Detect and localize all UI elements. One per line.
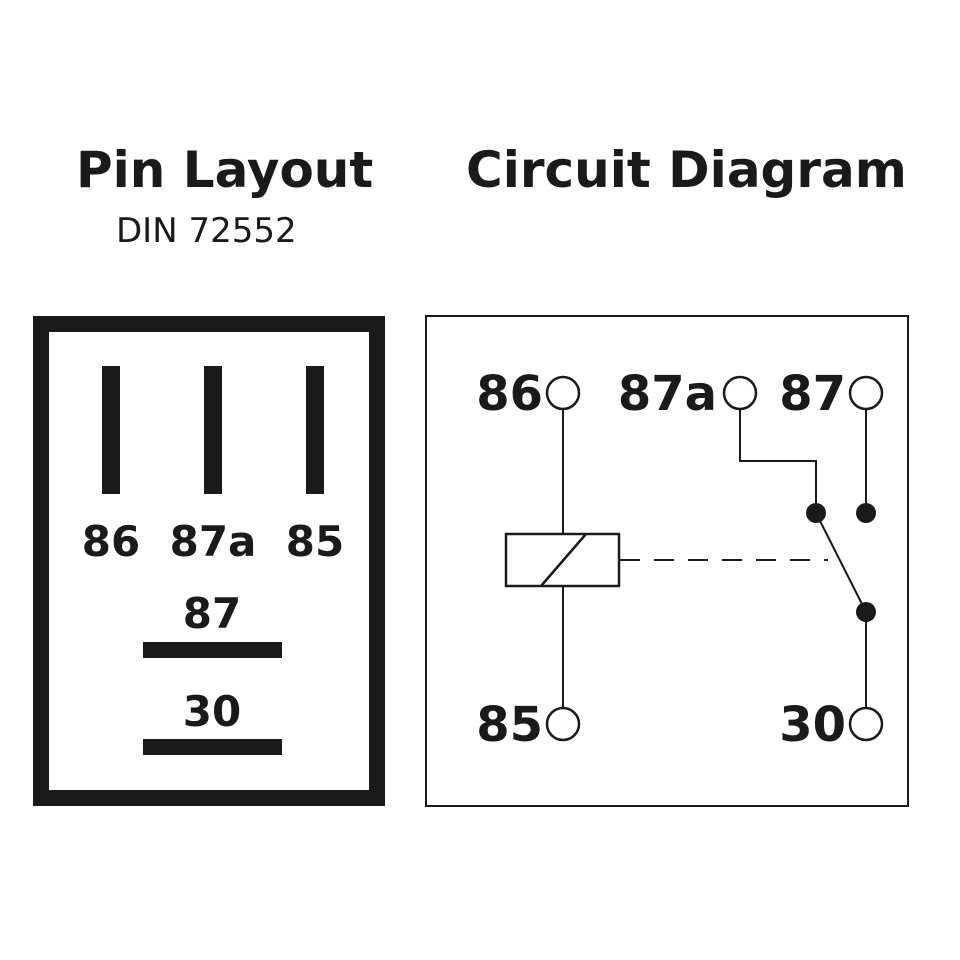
nc-contact-wire <box>739 408 817 513</box>
pin-layout-frame <box>33 316 385 806</box>
relay-coil-slash <box>540 533 587 587</box>
pin-blade-87a <box>204 366 222 494</box>
circuit-frame <box>425 315 909 807</box>
pin-label-87: 87 <box>183 589 241 638</box>
switch-arm <box>815 512 867 613</box>
pin-layout-title: Pin Layout <box>76 141 374 199</box>
pin-layout-subtitle: DIN 72552 <box>116 211 297 251</box>
terminal-label-85: 85 <box>476 697 543 753</box>
circuit-diagram-panel: 86 87a 87 85 30 <box>425 315 909 807</box>
terminal-label-87: 87 <box>779 366 846 422</box>
contact-87-dot <box>856 503 876 523</box>
terminal-label-30: 30 <box>779 697 846 753</box>
pin-label-87a: 87a <box>170 517 257 566</box>
terminal-87a-circle <box>722 375 758 411</box>
pin-blade-86 <box>102 366 120 494</box>
contact-87a-dot <box>806 503 826 523</box>
terminal-label-86: 86 <box>476 366 543 422</box>
circuit-diagram-title: Circuit Diagram <box>466 141 907 199</box>
pin-layout-panel: 86 87a 85 87 30 <box>33 316 385 806</box>
pin-blade-85 <box>306 366 324 494</box>
terminal-30-circle <box>848 706 884 742</box>
terminal-87-circle <box>848 375 884 411</box>
pin-label-85: 85 <box>286 517 344 566</box>
pin-blade-30 <box>143 739 282 755</box>
contact-30-dot <box>856 602 876 622</box>
terminal-label-87a: 87a <box>618 366 717 422</box>
pin-blade-87 <box>143 642 282 658</box>
terminal-85-circle <box>545 706 581 742</box>
pin-label-86: 86 <box>82 517 140 566</box>
terminal-86-circle <box>545 375 581 411</box>
pin-label-30: 30 <box>183 687 241 736</box>
